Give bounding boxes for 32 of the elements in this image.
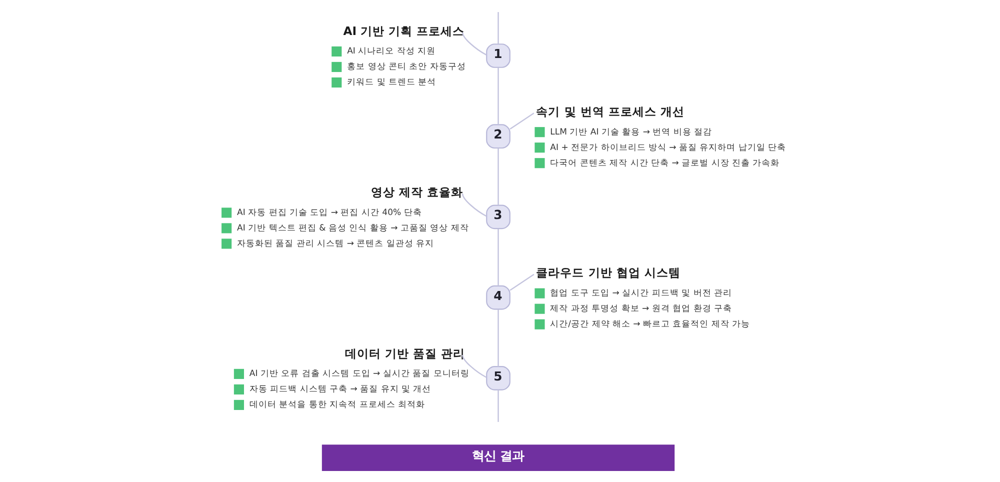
node-label: 속기 및 번역 프로세스 개선 bbox=[536, 104, 684, 118]
node-label: 데이터 기반 품질 관리 bbox=[344, 346, 465, 360]
node-label: AI 자동 편집 기술 도입 → 편집 시간 40% 단축 bbox=[237, 208, 422, 218]
connector bbox=[498, 390, 499, 422]
node-label: 자동화된 품질 관리 시스템 → 콘텐츠 일관성 유지 bbox=[237, 238, 434, 249]
node-label: 데이터 분석을 통한 지속적 프로세스 최적화 bbox=[249, 400, 425, 410]
node-label: AI 기반 텍스트 편집 & 음성 인식 활용 → 고품질 영상 제작 bbox=[237, 223, 469, 234]
connector bbox=[510, 274, 534, 291]
node-label: AI 시나리오 작성 지원 bbox=[347, 46, 436, 57]
connector bbox=[498, 68, 499, 125]
connector bbox=[510, 112, 534, 130]
connector bbox=[462, 194, 487, 217]
connector bbox=[462, 354, 487, 378]
node-label: 제작 과정 투명성 확보 → 원격 협업 환경 구축 bbox=[550, 304, 732, 314]
node-label: 협업 도구 도입 → 실시간 피드백 및 버전 관리 bbox=[550, 288, 732, 298]
connector bbox=[498, 148, 499, 206]
node-label: AI 기반 오류 검출 시스템 도입 → 실시간 품질 모니터링 bbox=[249, 369, 470, 380]
node-label: LLM 기반 AI 기술 활용 → 번역 비용 절감 bbox=[550, 127, 712, 138]
node-label: AI 기반 기획 프로세스 bbox=[343, 24, 465, 38]
node-label: 시간/공간 제약 해소 → 빠르고 효율적인 제작 가능 bbox=[550, 320, 750, 330]
node-label: 클라우드 기반 협업 시스템 bbox=[536, 266, 680, 280]
node-label: 다국어 콘텐츠 제작 시간 단축 → 글로벌 시장 진출 가속화 bbox=[550, 158, 780, 168]
node-label: 홍보 영상 콘티 초안 자동구성 bbox=[347, 62, 466, 72]
node-box: 혁신 결과 bbox=[322, 444, 675, 471]
connector bbox=[498, 309, 499, 367]
node-label: 영상 제작 효율화 bbox=[371, 185, 464, 200]
connector bbox=[498, 12, 499, 44]
node-label: 키워드 및 트렌드 분석 bbox=[347, 78, 436, 88]
node-label: AI + 전문가 하이브리드 방식 → 품질 유지하며 납기일 단축 bbox=[550, 142, 786, 153]
node-label: 자동 피드백 시스템 구축 → 품질 유지 및 개선 bbox=[249, 384, 432, 395]
connector bbox=[462, 32, 487, 56]
connector bbox=[498, 228, 499, 286]
